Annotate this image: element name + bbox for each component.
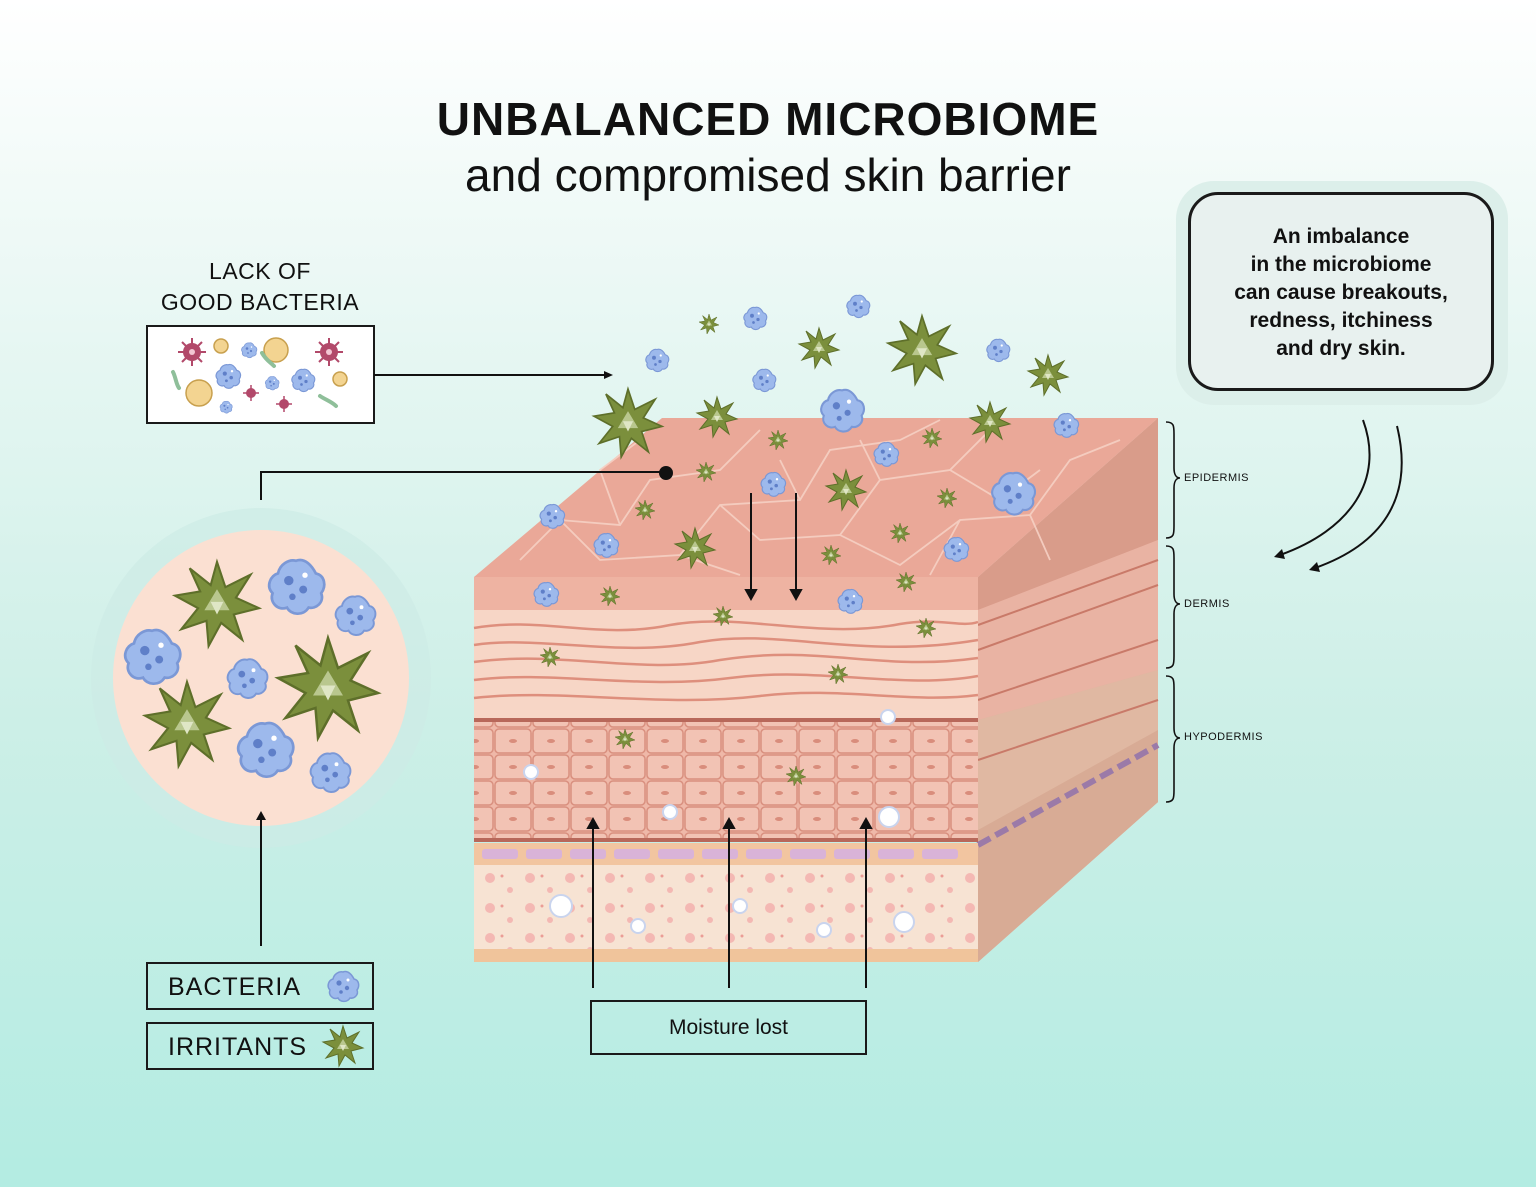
moisture-droplets: [523, 709, 915, 938]
magnify-connector: [260, 466, 673, 500]
dermis-front: [474, 610, 978, 720]
page-subtitle: and compromised skin barrier: [465, 149, 1071, 201]
skin-top-surface: [474, 418, 1158, 577]
hypodermis-label: HYPODERMIS: [1184, 731, 1263, 743]
dermis-label: DERMIS: [1184, 598, 1230, 610]
legend-bacteria-label: BACTERIA: [168, 973, 302, 1001]
good-bacteria-label: LACK OF GOOD BACTERIA: [160, 258, 360, 315]
layer-braces: [1165, 421, 1181, 803]
callout-arrows: [1279, 419, 1403, 569]
epidermis-label: EPIDERMIS: [1184, 472, 1250, 484]
legend-irritants: IRRITANTS: [146, 1022, 374, 1070]
skin-cross-section: [473, 418, 1160, 962]
callout-box: An imbalance in the microbiome can cause…: [1188, 192, 1494, 391]
cell-layer: [474, 722, 978, 840]
good-bacteria-icons: [171, 337, 348, 414]
arrow-to-skin: [604, 371, 613, 379]
penetration-arrows: [744, 493, 803, 602]
legend-irritants-label: IRRITANTS: [168, 1033, 308, 1061]
legend-bacteria: BACTERIA: [146, 962, 374, 1010]
moisture-lost-label: Moisture lost: [590, 1000, 867, 1055]
page-title: UNBALANCED MICROBIOME: [436, 93, 1100, 145]
moisture-arrows: [586, 816, 873, 988]
